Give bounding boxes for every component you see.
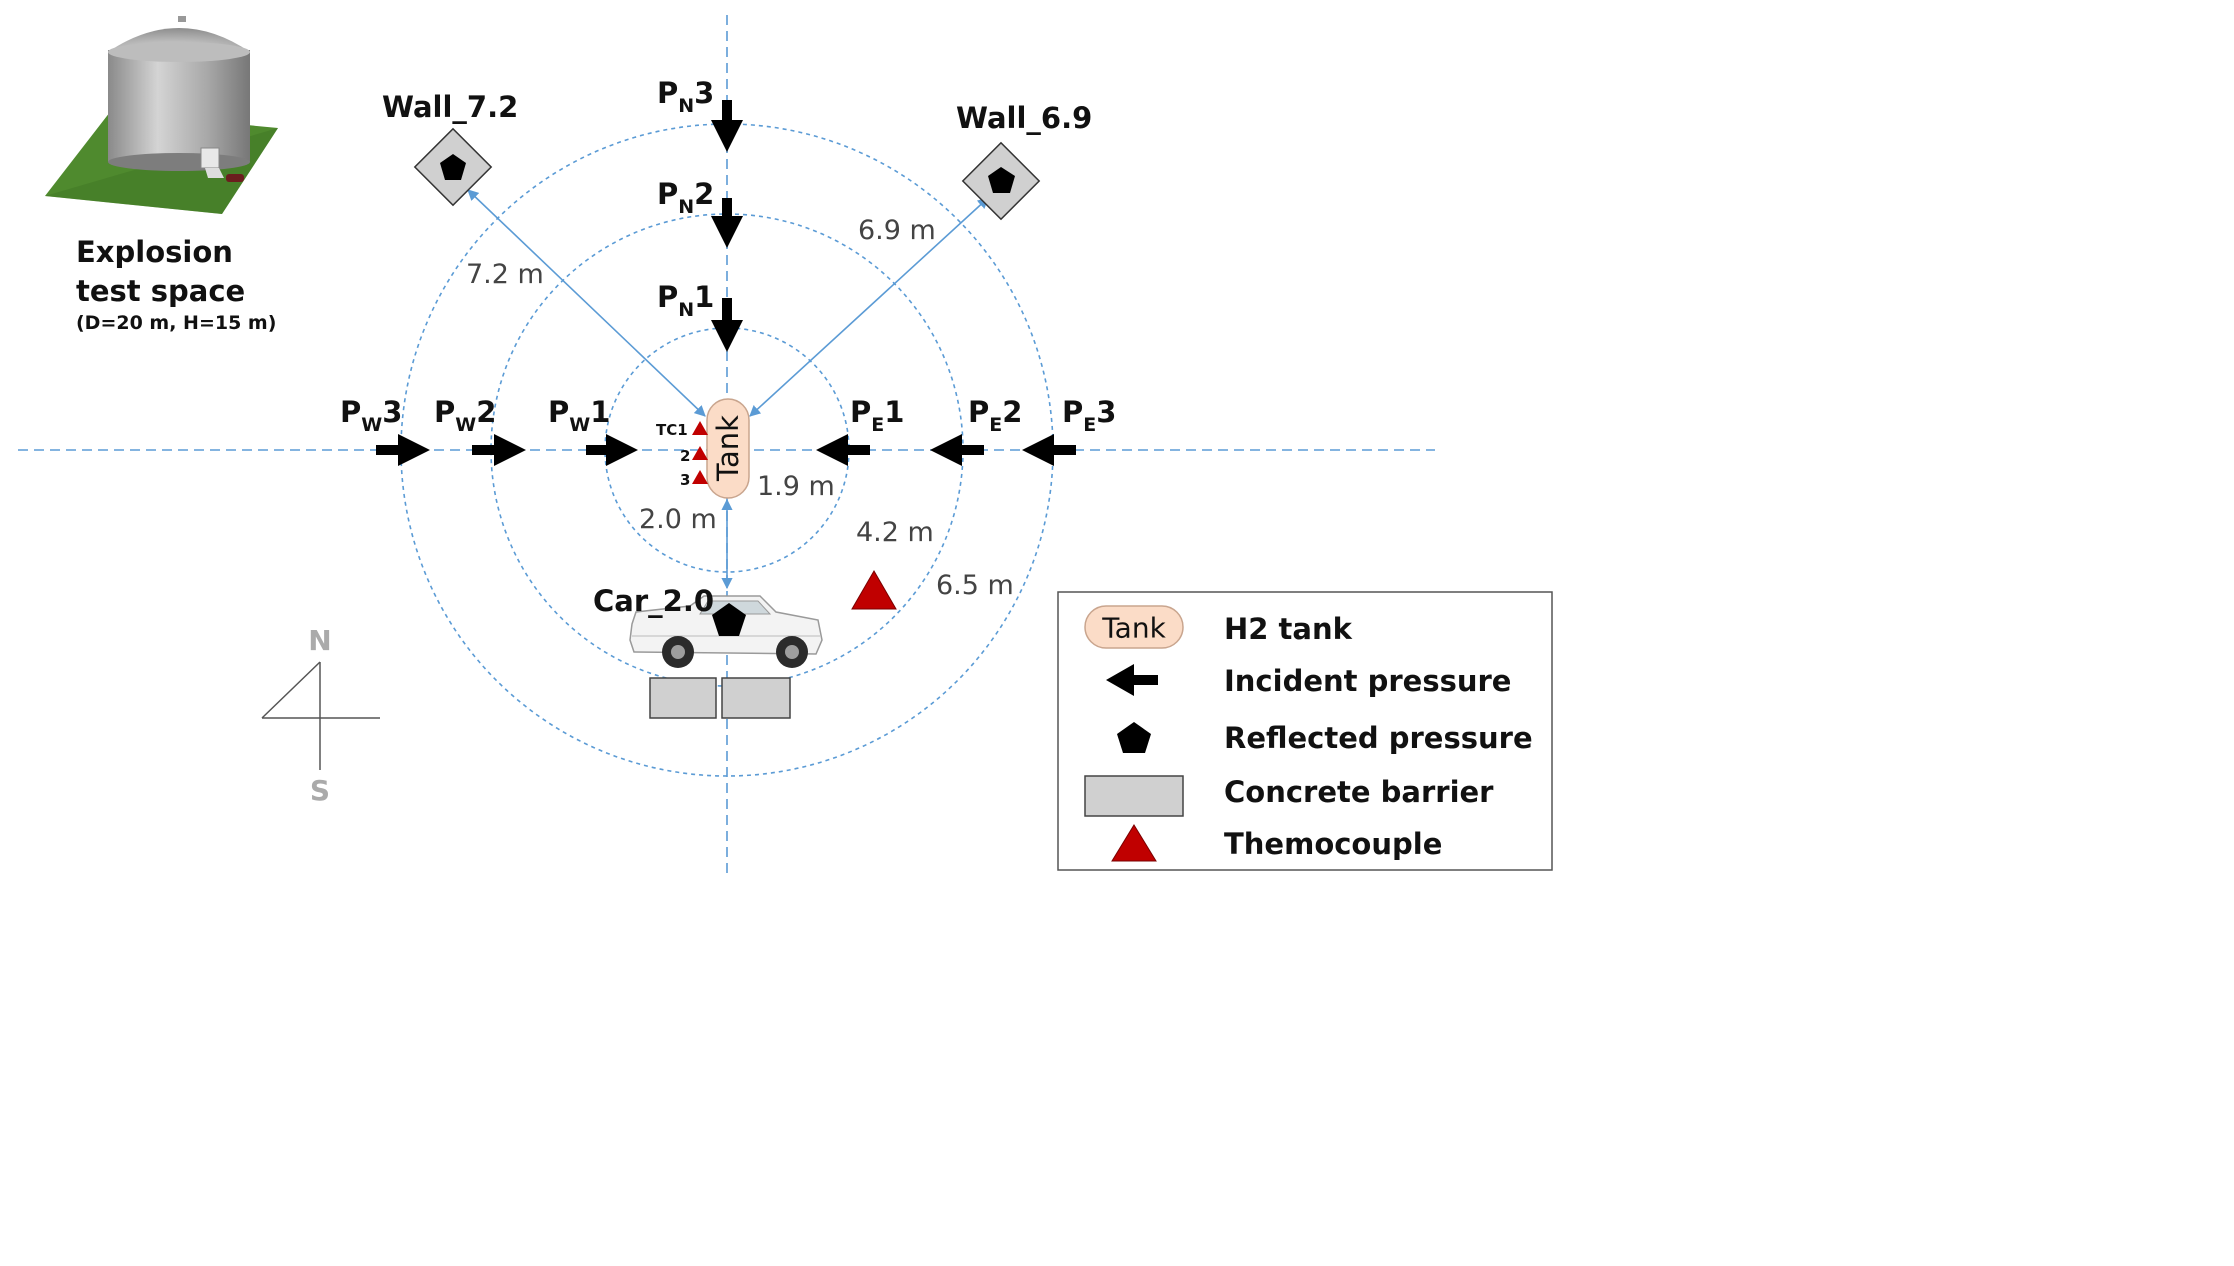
tc3-triangle-icon — [692, 470, 708, 484]
pe3-arrow-icon — [1022, 434, 1076, 466]
tc1-label: TC1 — [656, 421, 688, 439]
ring-outer-distance: 6.5 m — [936, 570, 1014, 601]
pw1-arrow-icon — [586, 434, 638, 466]
compass-south-label: S — [310, 774, 330, 807]
tc2-label: 2 — [680, 447, 690, 465]
pe1-arrow-icon — [816, 434, 870, 466]
ring-inner-distance: 1.9 m — [757, 471, 835, 502]
tank-label: Tank — [711, 415, 745, 482]
wall-west-label: Wall_7.2 — [382, 90, 518, 124]
car-target — [629, 595, 823, 668]
pw3-arrow-icon — [376, 434, 430, 466]
wall-east-target — [961, 141, 1041, 221]
legend-triangle-icon — [1111, 824, 1157, 862]
legend-tank-symbol-text: Tank — [1101, 612, 1166, 645]
pw2-label: PW2 — [434, 395, 496, 436]
tc3-label: 3 — [680, 471, 690, 489]
wall-west-distance-line — [467, 189, 706, 417]
pn2-arrow-icon — [711, 198, 743, 248]
concrete-barrier-right — [721, 677, 791, 719]
test-car-small — [226, 174, 244, 182]
wall-west-target — [413, 127, 493, 207]
pn3-label: PN3 — [657, 76, 714, 117]
test-space-title-2: test space — [76, 274, 245, 308]
wall-east-label: Wall_6.9 — [956, 101, 1092, 135]
field-thermocouple-triangle-icon — [851, 570, 897, 610]
pn1-arrow-icon — [711, 298, 743, 352]
concrete-barrier-left — [649, 677, 717, 719]
compass-north-label: N — [308, 624, 331, 657]
pe1-label: PE1 — [850, 395, 904, 436]
tc1-triangle-icon — [692, 421, 708, 435]
wall-east-distance-line — [749, 197, 989, 417]
test-space-title-1: Explosion — [76, 235, 233, 269]
legend-label-h2-tank: H2 tank — [1224, 612, 1353, 646]
hydrogen-tank: Tank — [706, 398, 750, 499]
pn2-label: PN2 — [657, 177, 714, 218]
pw1-label: PW1 — [548, 395, 610, 436]
ring-middle-distance: 4.2 m — [856, 517, 934, 548]
pe3-label: PE3 — [1062, 395, 1116, 436]
measurement-layout-diagram: Explosion test space (D=20 m, H=15 m) Wa… — [18, 15, 1553, 878]
wall-east-distance: 6.9 m — [858, 215, 936, 246]
pw3-label: PW3 — [340, 395, 402, 436]
wall-east-pentagon-icon — [988, 167, 1015, 193]
legend-label-thermocouple: Themocouple — [1224, 827, 1442, 861]
test-space-illustration — [45, 16, 278, 214]
pn3-arrow-icon — [711, 100, 743, 152]
legend-barrier-rect — [1084, 775, 1184, 817]
wall-west-pentagon-icon — [440, 154, 466, 180]
legend-tank-symbol — [1084, 605, 1184, 649]
car-distance: 2.0 m — [639, 504, 717, 535]
compass-icon — [261, 661, 380, 770]
pw2-arrow-icon — [472, 434, 526, 466]
tc2-triangle-icon — [692, 446, 708, 460]
car-pentagon-icon — [712, 603, 746, 636]
pe2-arrow-icon — [930, 434, 984, 466]
legend-label-incident-pressure: Incident pressure — [1224, 664, 1511, 698]
legend-pentagon-icon — [1117, 722, 1151, 753]
test-tank-body — [108, 50, 250, 162]
car-label: Car_2.0 — [593, 584, 714, 618]
legend-label-concrete-barrier: Concrete barrier — [1224, 775, 1494, 809]
pn1-label: PN1 — [657, 280, 714, 321]
pe2-label: PE2 — [968, 395, 1022, 436]
legend-arrow-icon — [1106, 664, 1158, 696]
wall-west-distance: 7.2 m — [466, 259, 544, 290]
test-space-caption: (D=20 m, H=15 m) — [76, 312, 276, 334]
legend: Tank H2 tank Incident pressure Reflected… — [1057, 591, 1553, 871]
legend-label-reflected-pressure: Reflected pressure — [1224, 721, 1533, 755]
